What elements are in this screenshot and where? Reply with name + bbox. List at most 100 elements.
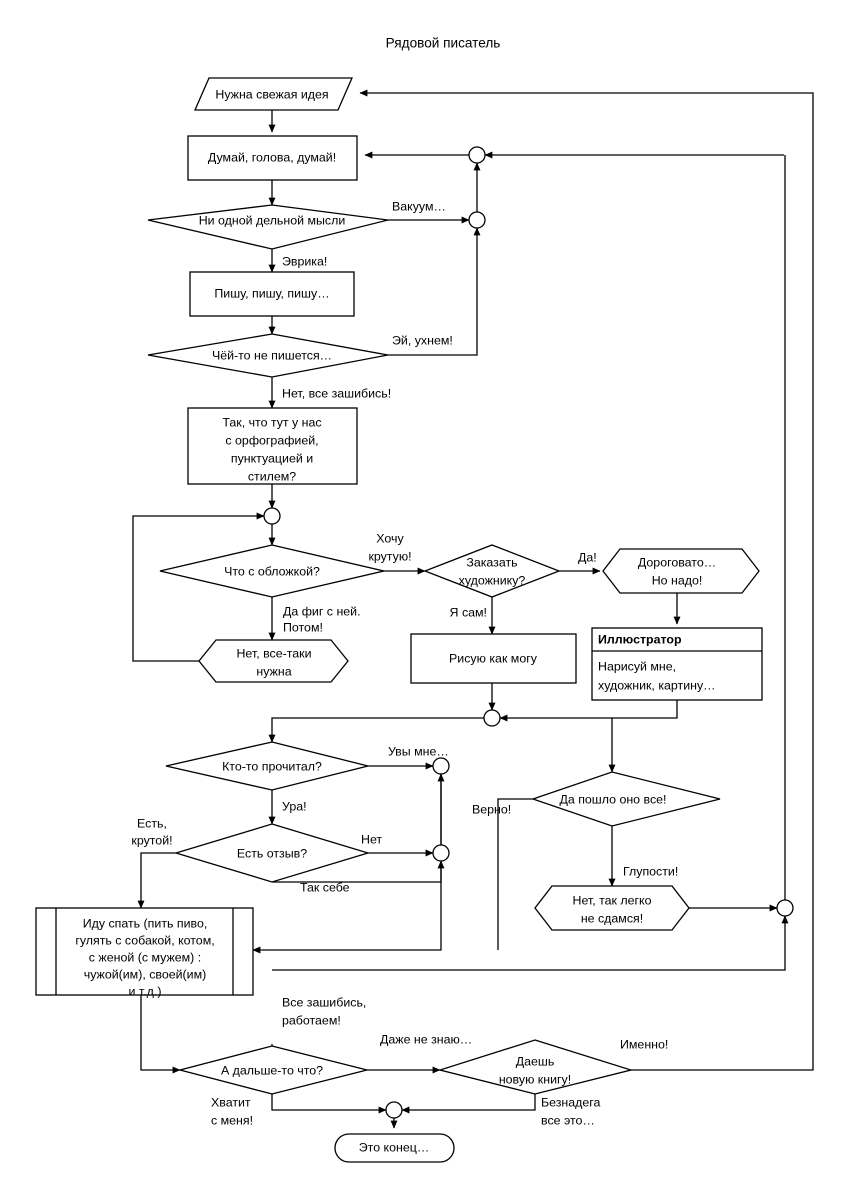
edge-label-want-cool-2: крутую! [368,549,411,563]
node-writing-shape [189,271,355,317]
edge-label-working-1: Все зашибись, [282,995,366,1009]
edge-label-dunno: Даже не знаю… [380,1032,472,1046]
node-go-sleep-line-1: Иду спать (пить пиво, [83,916,208,930]
node-writing-label: Пишу, пишу, пишу… [214,286,329,300]
edge-label-working-2: работаем! [282,1013,341,1027]
node-start-shape [194,77,353,111]
edge-label-heave-ho: Эй, ухнем! [392,333,453,347]
junction-think-merge [468,146,486,164]
node-spelling-line-4: стилем? [248,469,296,483]
node-new-book-line-2: новую книгу! [499,1072,571,1086]
edge-there-is-to-go-sleep [137,852,176,909]
node-not-writing-label: Чёй-то не пишется… [212,348,332,362]
node-forget-it-label: Да пошло оно все! [559,792,666,806]
edge-label-yes: Да! [578,550,597,564]
node-has-review-label: Есть отзыв? [237,846,307,860]
edge-exactly-to-start [359,89,814,1071]
node-new-book-shape [437,1039,634,1095]
node-need-cover-shape [198,639,349,683]
node-expensive-line-1: Дороговато… [638,555,716,569]
edge-go-sleep-to-whats-next [140,995,181,1074]
node-think-shape [187,135,358,181]
node-new-book-line-1: Даешь [516,1054,555,1068]
edge-label-there-is-1: Есть, [137,816,167,830]
edge-label-myself: Я сам! [450,605,487,619]
node-wont-quit-line-1: Нет, так легко [573,893,652,907]
node-the-end-shape [334,1133,455,1163]
node-not-writing-shape [147,333,389,378]
node-spelling-shape [187,407,358,485]
node-start-label: Нужна свежая идея [215,87,328,101]
node-someone-read-shape [165,741,369,791]
edge-label-nonsense: Глупости! [623,864,678,878]
node-illustrator-line-2: художник, картину… [598,678,716,692]
edge-need-cover-loop [132,512,265,662]
node-whats-next-shape [177,1045,368,1095]
junction-right-low [776,899,794,917]
node-no-idea-shape [147,204,389,250]
node-go-sleep-line-4: чужой(им), своей(им) [84,967,207,981]
node-go-sleep-line-2: гулять с собакой, котом, [75,933,214,947]
edge-label-all-good: Нет, все зашибись! [282,386,391,400]
edge-illustrator-to-done [499,700,678,722]
edge-label-eureka: Эврика! [282,254,327,268]
node-someone-read-label: Кто-то прочитал? [222,759,322,773]
diagram-title: Рядовой писатель [386,36,501,51]
node-the-end-label: Это конец… [359,1140,429,1154]
node-spelling-line-3: пунктуацией и [231,451,313,465]
node-wont-quit-shape [534,885,690,931]
node-expensive-shape [602,548,760,594]
node-order-artist-line-2: художнику? [459,573,526,587]
node-need-cover-line-2: нужна [256,664,291,678]
node-whats-next-label: А дальше-то что? [221,1063,323,1077]
junction-alas [432,757,450,775]
node-illustrator-line-1: Нарисуй мне, [598,659,676,673]
node-forget-it-shape [530,771,721,827]
junction-cover-merge [263,507,281,525]
node-has-review-shape [173,823,371,883]
edge-label-want-cool-1: Хочу [376,531,404,545]
node-draw-self-shape [410,633,577,684]
edge-enough-to-end [271,1094,387,1114]
node-cover-shape [159,544,385,598]
edge-done-to-someone-read [268,717,484,743]
edge-label-hurray: Ура! [282,799,307,813]
node-need-cover-line-1: Нет, все-таки [236,646,311,660]
junction-the-end [385,1101,403,1119]
node-illustrator-title: Иллюстратор [598,632,682,646]
edge-label-alas: Увы мне… [388,744,449,758]
edge-working-loop-to-right-junction [272,915,789,971]
node-cover-label: Что с обложкой? [224,564,320,578]
edge-label-exactly: Именно! [620,1037,668,1051]
edge-label-hopeless-1: Безнадега [541,1095,601,1109]
junction-vacuum [468,211,486,229]
node-no-idea-label: Ни одной дельной мысли [199,213,346,227]
node-go-sleep-shape [35,907,254,996]
node-go-sleep-line-3: с женой (с мужем) : [89,950,201,964]
node-spelling-line-1: Так, что тут у нас [222,415,321,429]
node-order-artist-shape [423,544,561,598]
edge-correct-to-go-sleep [497,798,533,950]
node-go-sleep-line-5: и т.д.) [129,984,162,998]
edge-hopeless-to-end [401,1094,536,1114]
node-spelling-line-2: с орфографией, [225,433,318,447]
edge-label-vacuum: Вакуум… [392,199,446,213]
edge-label-enough-2: с меня! [211,1113,253,1127]
edge-alas-to-go-sleep [252,758,442,954]
edge-label-correct: Верно! [472,802,511,816]
edge-label-whatever-2: Потом! [283,620,323,634]
node-wont-quit-line-2: не сдамся! [581,911,643,925]
edge-label-there-is-2: крутой! [131,833,172,847]
junction-no [432,844,450,862]
edge-label-enough-1: Хватит [211,1095,251,1109]
edge-label-no: Нет [361,832,382,846]
edge-label-whatever-1: Да фиг с ней. [283,604,361,618]
node-think-label: Думай, голова, думай! [208,150,336,164]
junction-cover-done [483,709,501,727]
edge-not-writing-to-vacuum [388,227,481,356]
node-expensive-line-2: Но надо! [652,573,703,587]
node-draw-self-label: Рисую как могу [449,651,538,665]
node-illustrator-shape [591,627,763,701]
